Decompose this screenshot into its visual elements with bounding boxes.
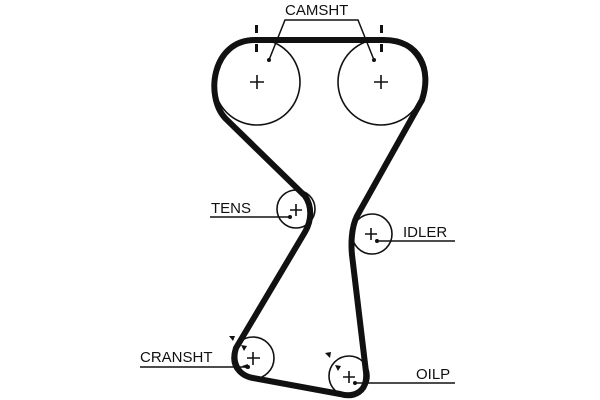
camshaft-right-timing-mark: [380, 25, 383, 33]
crankshaft-outer-arrow-icon: [229, 336, 235, 341]
camshaft-right-center-icon: [374, 75, 388, 89]
camshaft-left-timing-mark: [255, 25, 258, 33]
timing-belt: [211, 37, 429, 399]
crankshaft-inner-arrow-icon: [241, 345, 247, 351]
camshaft-left-timing-mark-lower: [255, 44, 258, 52]
idler-label: IDLER: [403, 224, 447, 241]
tensioner-label: TENS: [211, 200, 251, 217]
oil-pump-center-icon: [343, 371, 355, 383]
crankshaft-center-icon: [247, 352, 260, 365]
tensioner-center-icon: [290, 204, 302, 216]
oil-pump-label: OILP: [416, 366, 450, 383]
crankshaft-label: CRANSHT: [140, 349, 213, 366]
camshaft-label: CAMSHT: [285, 2, 348, 19]
leader-lines: [140, 19, 455, 384]
alignment-arrows: [229, 336, 341, 371]
camshaft-right-timing-mark-lower: [380, 44, 383, 52]
timing-marks: [255, 25, 383, 52]
center-marks: [247, 75, 388, 383]
camshaft-leader-line: [268, 19, 375, 61]
leader-dots: [246, 58, 379, 385]
oil-pump-inner-arrow-icon: [335, 365, 341, 371]
oil-pump-outer-arrow-icon: [325, 352, 331, 358]
camshaft-left-center-icon: [250, 75, 264, 89]
idler-center-icon: [365, 228, 377, 240]
